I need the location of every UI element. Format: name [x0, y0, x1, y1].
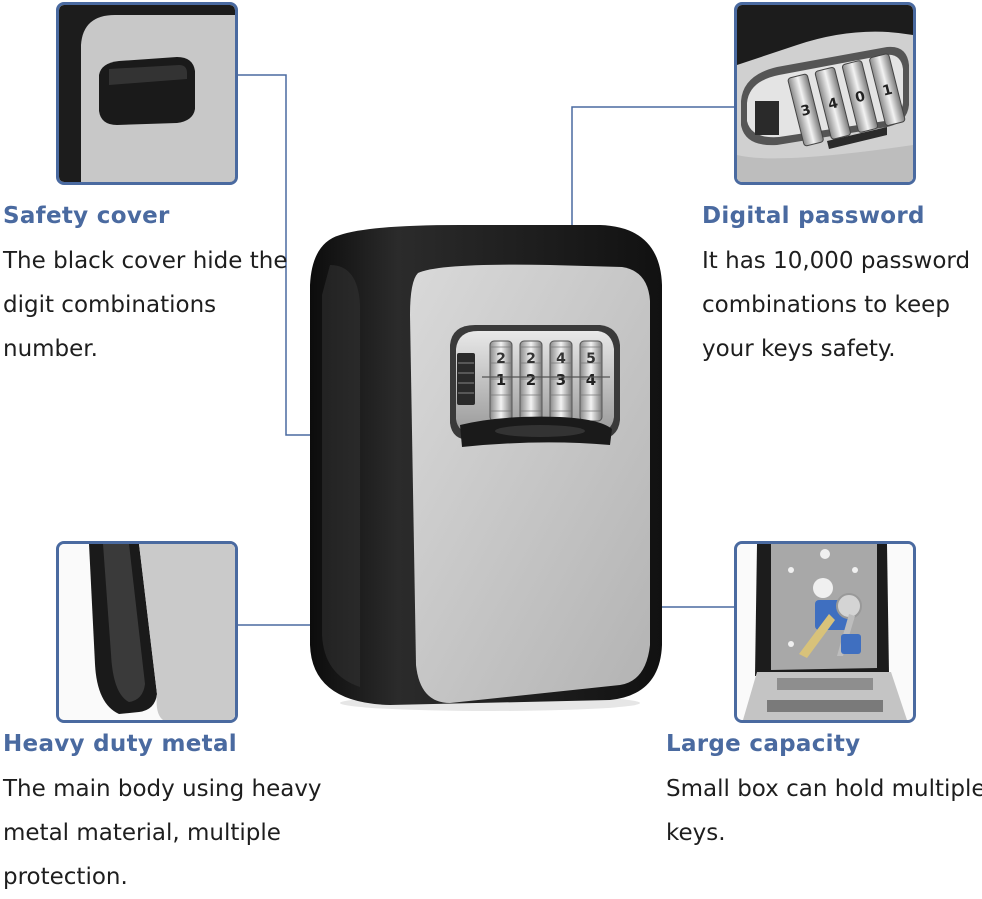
digital-password-title: Digital password — [702, 203, 925, 229]
dial — [787, 73, 824, 147]
dial-digit: 3 — [556, 371, 566, 389]
description-line: metal material, multiple — [3, 820, 281, 846]
dial — [814, 67, 851, 140]
dial-digit-top: 4 — [556, 351, 566, 367]
description-line: number. — [3, 336, 98, 362]
dial-digit-top: 2 — [526, 351, 536, 367]
safety-cover-title: Safety cover — [3, 203, 170, 229]
safety-cover-thumbnail — [56, 2, 238, 185]
dial-digit: 2 — [526, 371, 536, 389]
large-capacity-title: Large capacity — [666, 731, 861, 757]
dial-digit: 0 — [854, 88, 868, 106]
description-line: It has 10,000 password — [702, 248, 971, 274]
heavy-duty-metal-thumbnail — [56, 541, 238, 723]
dial-digit: 4 — [586, 371, 596, 389]
description-line: digit combinations — [3, 292, 217, 318]
large-capacity-description: Small box can hold multiple keys. — [666, 767, 982, 855]
description-line: protection. — [3, 864, 128, 890]
dial-digit: 3 — [799, 102, 812, 120]
description-line: keys. — [666, 820, 726, 846]
dial-digit-top: 5 — [586, 351, 596, 367]
dial-digit: 1 — [496, 371, 506, 389]
heavy-duty-metal-title: Heavy duty metal — [3, 731, 237, 757]
combination-dials: 2 1 2 2 4 3 5 4 — [482, 340, 610, 422]
dial-digit: 1 — [881, 82, 894, 100]
digital-password-description: It has 10,000 password combinations to k… — [702, 239, 970, 371]
description-line: The black cover hide the — [3, 248, 288, 274]
description-line: combinations to keep — [702, 292, 950, 318]
dial — [842, 60, 879, 133]
dial-digit: 4 — [826, 95, 840, 113]
description-line: your keys safety. — [702, 336, 896, 362]
dial-digit-top: 2 — [496, 351, 506, 367]
description-line: The main body using heavy — [3, 776, 322, 802]
description-line: Small box can hold multiple — [666, 776, 982, 802]
safety-cover-description: The black cover hide the digit combinati… — [3, 239, 287, 371]
heavy-duty-metal-description: The main body using heavy metal material… — [3, 767, 322, 899]
dial — [869, 53, 906, 126]
large-capacity-thumbnail — [734, 541, 916, 723]
lock-box-main-image: 2 1 2 2 4 3 5 4 — [310, 225, 662, 711]
